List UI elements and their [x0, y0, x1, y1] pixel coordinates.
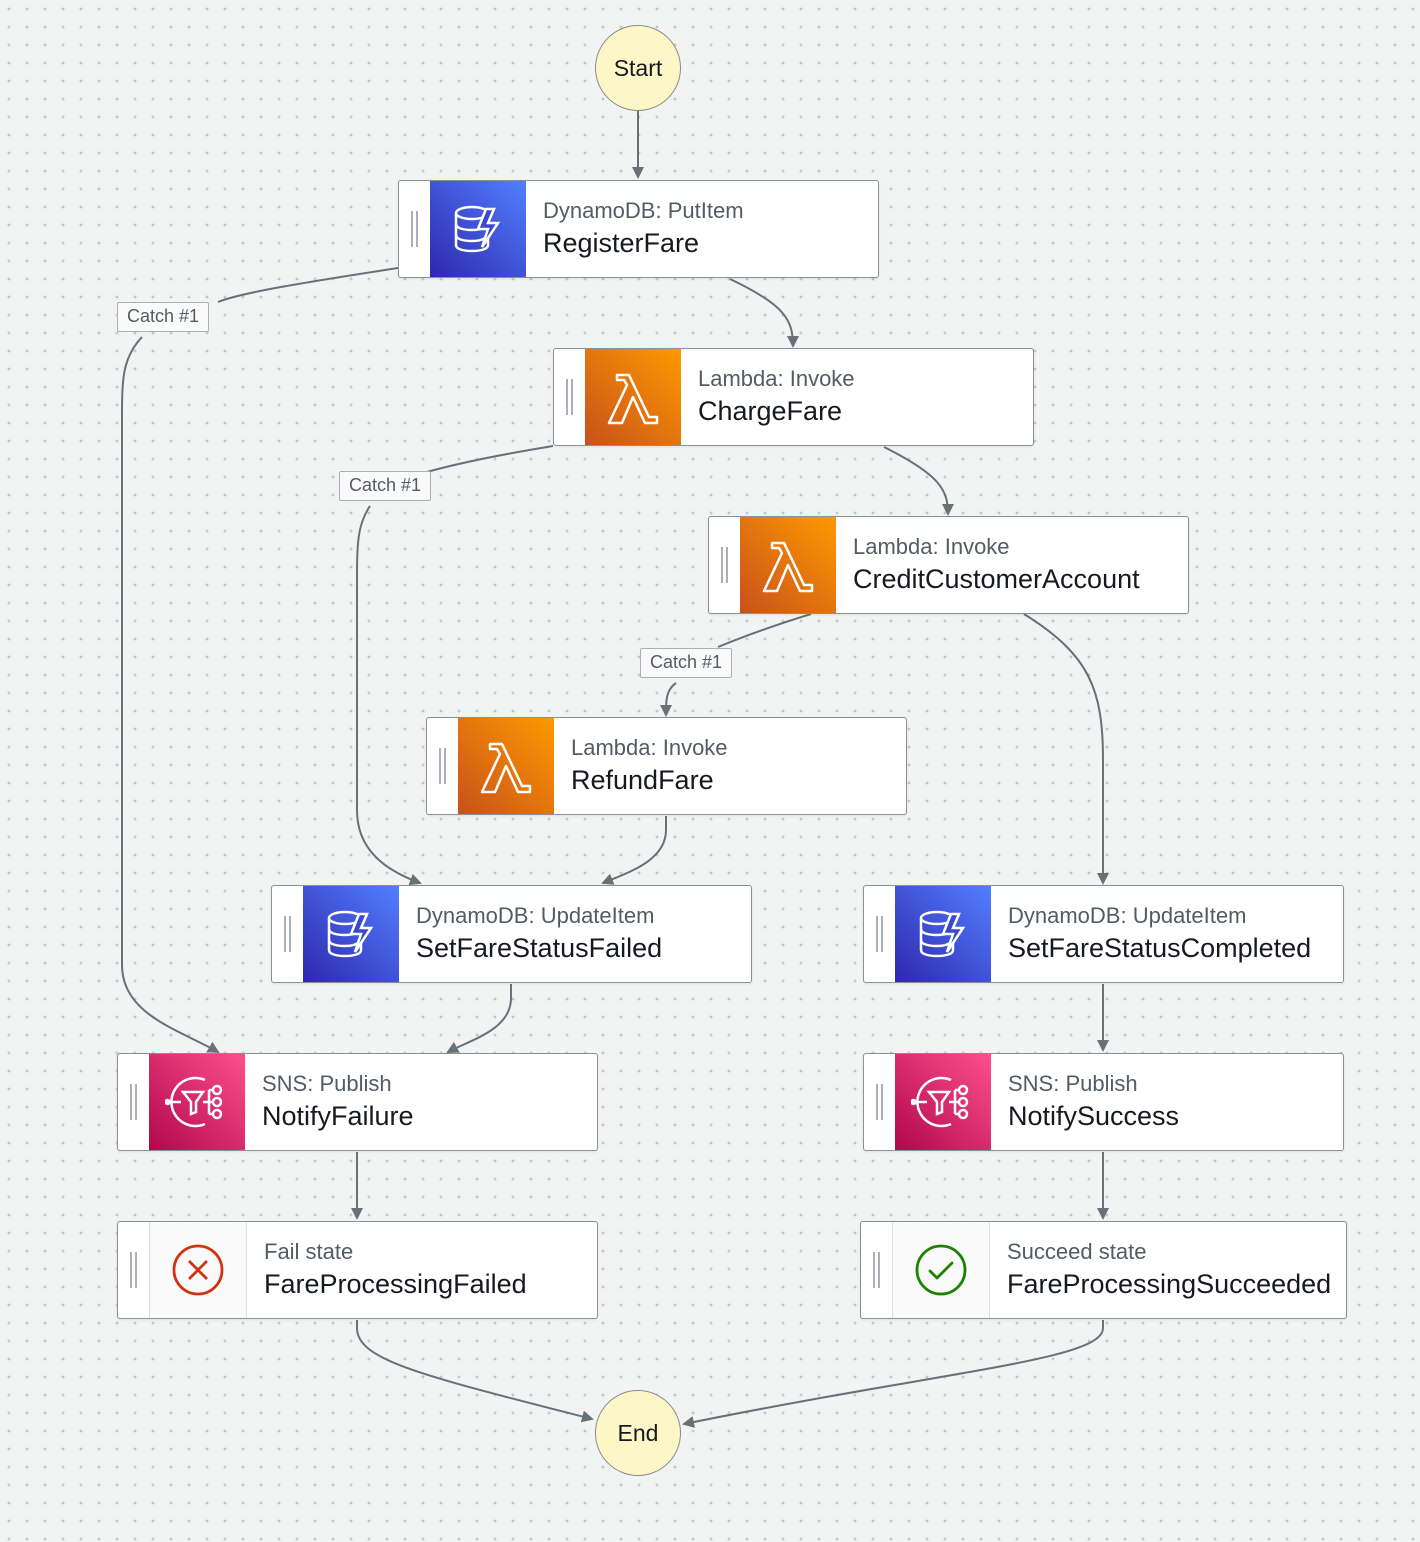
edge-register-charge	[729, 278, 799, 348]
edge-succeedstate-end	[682, 1320, 1104, 1428]
edge-catch-notifyfailure	[121, 336, 220, 1054]
state-name-label: FareProcessingSucceeded	[1007, 1269, 1332, 1299]
state-notify-success[interactable]: SNS: Publish NotifySuccess	[863, 1053, 1344, 1151]
drag-handle-icon[interactable]	[272, 886, 303, 982]
state-service-label: DynamoDB: PutItem	[543, 198, 744, 223]
catch-label-register[interactable]: Catch #1	[117, 302, 210, 332]
sns-icon	[149, 1054, 245, 1150]
state-service-label: DynamoDB: UpdateItem	[416, 903, 655, 928]
state-set-fare-status-completed[interactable]: DynamoDB: UpdateItem SetFareStatusComple…	[863, 885, 1344, 983]
state-name-label: FareProcessingFailed	[264, 1269, 527, 1299]
dynamodb-icon	[303, 886, 399, 982]
state-service-label: DynamoDB: UpdateItem	[1008, 903, 1247, 928]
lambda-icon	[585, 349, 681, 445]
state-name-label: ChargeFare	[698, 396, 843, 426]
drag-handle-icon[interactable]	[118, 1054, 149, 1150]
end-node[interactable]: End	[595, 1390, 681, 1476]
end-label: End	[617, 1419, 659, 1446]
edge-charge-credit	[883, 446, 954, 516]
fail-icon	[149, 1222, 247, 1318]
state-service-label: Lambda: Invoke	[571, 735, 728, 760]
edge-register-catch	[217, 267, 399, 303]
drag-handle-icon[interactable]	[427, 718, 458, 814]
edge-refund-setfailed	[601, 816, 667, 885]
edge-credit-catch	[717, 613, 812, 648]
state-name-label: NotifyFailure	[262, 1101, 414, 1131]
state-service-label: Lambda: Invoke	[853, 534, 1010, 559]
state-service-label: SNS: Publish	[262, 1071, 392, 1096]
drag-handle-icon[interactable]	[864, 1054, 895, 1150]
sns-icon	[895, 1054, 991, 1150]
state-credit-customer-account[interactable]: Lambda: Invoke CreditCustomerAccount	[708, 516, 1189, 614]
lambda-icon	[740, 517, 836, 613]
state-set-fare-status-failed[interactable]: DynamoDB: UpdateItem SetFareStatusFailed	[271, 885, 752, 983]
state-fare-processing-failed[interactable]: Fail state FareProcessingFailed	[117, 1221, 598, 1319]
edge-failstate-end	[356, 1320, 594, 1423]
dynamodb-icon	[895, 886, 991, 982]
edge-catch-setfailed	[356, 505, 422, 886]
drag-handle-icon[interactable]	[399, 181, 430, 277]
succeed-icon	[892, 1222, 990, 1318]
state-name-label: NotifySuccess	[1008, 1101, 1180, 1131]
state-name-label: RegisterFare	[543, 228, 700, 258]
state-name-label: SetFareStatusFailed	[416, 933, 663, 963]
drag-handle-icon[interactable]	[861, 1222, 892, 1318]
state-name-label: RefundFare	[571, 765, 714, 795]
state-service-label: Succeed state	[1007, 1239, 1147, 1264]
edge-catch-refund	[660, 682, 677, 717]
drag-handle-icon[interactable]	[709, 517, 740, 613]
edge-setfailed-notifyfailure	[446, 984, 512, 1053]
start-label: Start	[613, 54, 663, 81]
catch-label-credit[interactable]: Catch #1	[640, 648, 733, 678]
start-node[interactable]: Start	[595, 25, 681, 111]
state-name-label: CreditCustomerAccount	[853, 564, 1140, 594]
state-charge-fare[interactable]: Lambda: Invoke ChargeFare	[553, 348, 1034, 446]
state-register-fare[interactable]: DynamoDB: PutItem RegisterFare	[398, 180, 879, 278]
dynamodb-icon	[430, 181, 526, 277]
drag-handle-icon[interactable]	[118, 1222, 149, 1318]
state-service-label: Fail state	[264, 1239, 354, 1264]
state-service-label: SNS: Publish	[1008, 1071, 1138, 1096]
state-service-label: Lambda: Invoke	[698, 366, 855, 391]
state-notify-failure[interactable]: SNS: Publish NotifyFailure	[117, 1053, 598, 1151]
edge-charge-catch	[419, 445, 554, 475]
state-refund-fare[interactable]: Lambda: Invoke RefundFare	[426, 717, 907, 815]
drag-handle-icon[interactable]	[554, 349, 585, 445]
catch-label-charge[interactable]: Catch #1	[339, 471, 432, 501]
state-fare-processing-succeeded[interactable]: Succeed state FareProcessingSucceeded	[860, 1221, 1347, 1319]
state-name-label: SetFareStatusCompleted	[1008, 933, 1312, 963]
lambda-icon	[458, 718, 554, 814]
drag-handle-icon[interactable]	[864, 886, 895, 982]
edge-credit-setcompleted	[1023, 613, 1109, 885]
